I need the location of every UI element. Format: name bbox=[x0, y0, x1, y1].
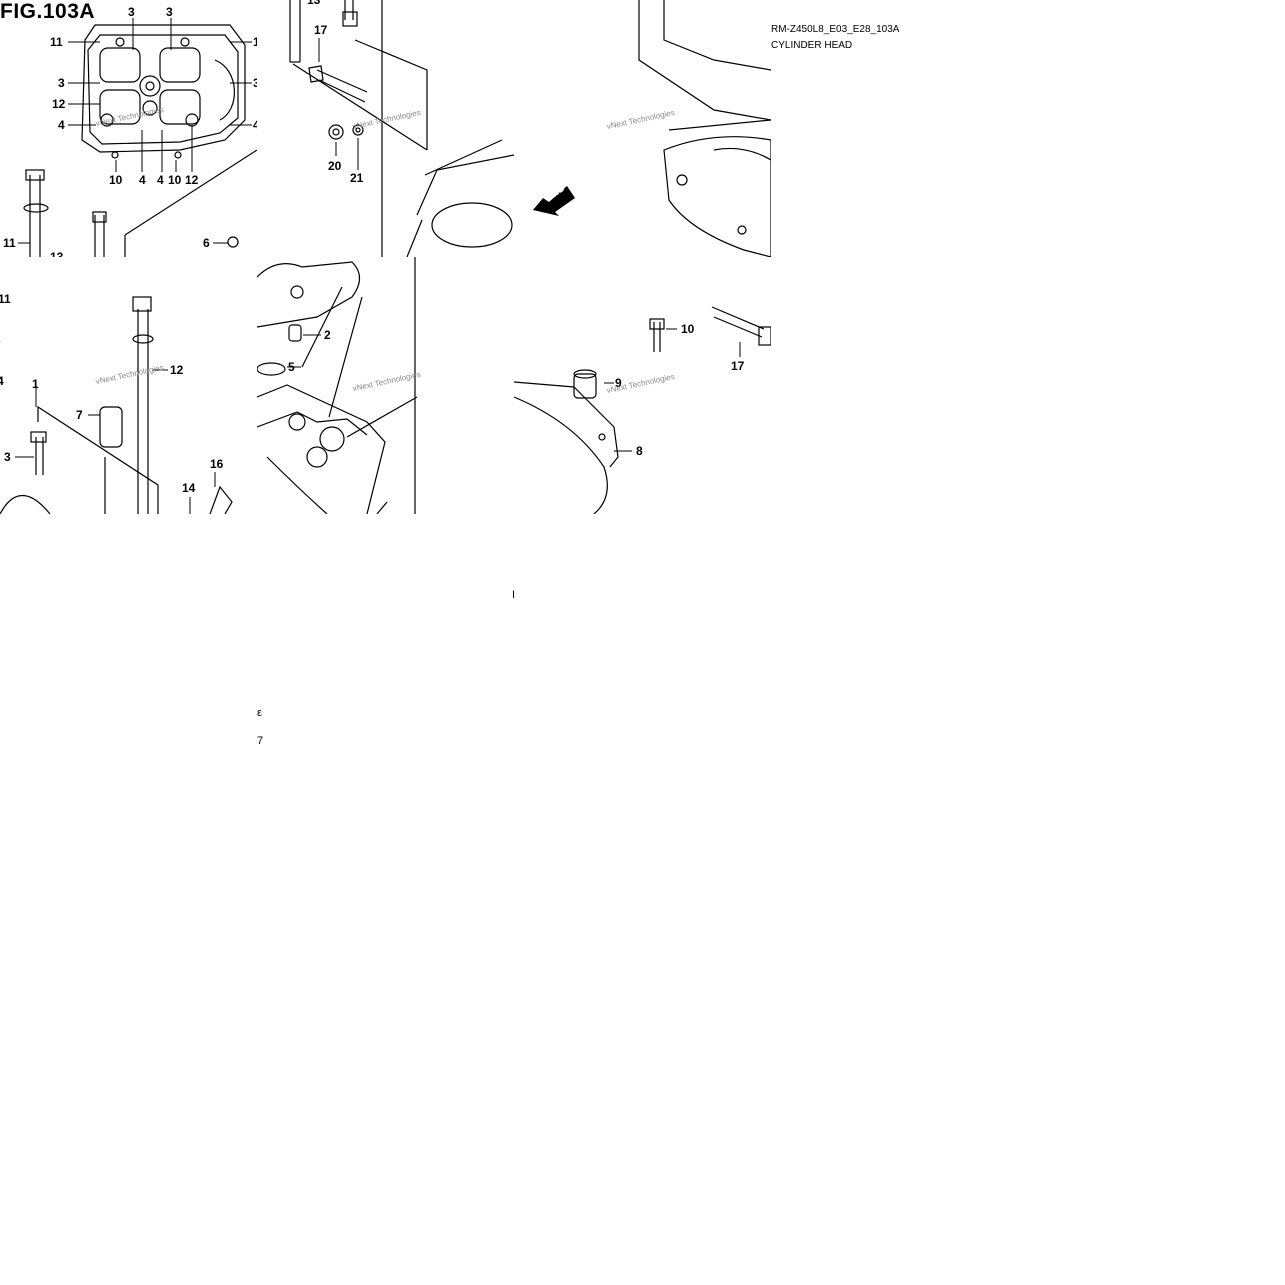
callout: 12 bbox=[185, 173, 199, 187]
head-cover-drawing bbox=[18, 18, 257, 257]
bolts-drawing bbox=[289, 0, 514, 257]
diagram-tile-gasket-dowel: 10 17 9 8 vNext Technologies bbox=[514, 257, 771, 514]
diagram-tile-studs: 11 3 4 1 12 7 3 16 14 vNext Technologies bbox=[0, 257, 257, 514]
callout: 1 bbox=[253, 35, 257, 49]
callout: 20 bbox=[328, 159, 342, 173]
callout: 4 bbox=[253, 118, 257, 132]
fwd-arrow: FWD bbox=[531, 180, 576, 223]
callout: 3 bbox=[128, 5, 135, 19]
callout: 14 bbox=[182, 481, 196, 495]
figure-title: FIG.103A bbox=[0, 0, 96, 23]
diagram-tile-bolts: 13 17 20 21 vNext Technologies bbox=[257, 0, 514, 257]
callout: 11 bbox=[0, 292, 11, 306]
callout: 17 bbox=[314, 23, 328, 37]
edge-fragment: 7 bbox=[257, 735, 264, 747]
callout: 1 bbox=[32, 377, 39, 391]
callout: 8 bbox=[636, 444, 643, 458]
callout: 17 bbox=[731, 359, 745, 373]
callout: 4 bbox=[0, 374, 4, 388]
callout: 4 bbox=[157, 173, 164, 187]
callout: 3 bbox=[58, 76, 65, 90]
callout: 9 bbox=[615, 376, 622, 390]
edge-fragment: ε bbox=[257, 707, 262, 719]
callout: 10 bbox=[109, 173, 123, 187]
edge-fragment: I bbox=[512, 589, 516, 601]
gasket-drawing bbox=[638, 0, 771, 257]
callout: 21 bbox=[350, 171, 364, 185]
callout: 10 bbox=[681, 322, 695, 336]
head-body-drawing bbox=[257, 257, 418, 514]
callout: 2 bbox=[324, 328, 331, 342]
callout: 11 bbox=[3, 236, 16, 250]
model-code: RM-Z450L8_E03_E28_103A bbox=[771, 24, 900, 35]
section-name: CYLINDER HEAD bbox=[771, 40, 853, 51]
callout: 3 bbox=[253, 76, 257, 90]
callout: 16 bbox=[210, 457, 224, 471]
figure-info: RM-Z450L8_E03_E28_103A CYLINDER HEAD bbox=[771, 22, 899, 54]
callout: 12 bbox=[52, 97, 66, 111]
callout: 12 bbox=[170, 363, 184, 377]
callout: 3 bbox=[4, 450, 11, 464]
diagram-tile-head-cover: FIG.103A 3 3 11 1 3 3 12 4 4 10 4 4 10 1… bbox=[0, 0, 257, 257]
studs-drawing bbox=[0, 296, 233, 514]
gasket-dowel-drawing bbox=[514, 306, 771, 514]
callout: 10 bbox=[168, 173, 182, 187]
callout: 6 bbox=[203, 236, 210, 250]
callout: 7 bbox=[76, 408, 83, 422]
callout: 4 bbox=[58, 118, 65, 132]
callout: 3 bbox=[166, 5, 173, 19]
callout: 11 bbox=[50, 35, 63, 49]
callout: 4 bbox=[139, 173, 146, 187]
callout: 5 bbox=[288, 360, 295, 374]
diagram-tile-head-body: 2 5 vNext Technologies bbox=[257, 257, 514, 514]
callout: 13 bbox=[50, 250, 64, 257]
callout: 3 bbox=[0, 334, 1, 346]
callout: 13 bbox=[307, 0, 321, 7]
